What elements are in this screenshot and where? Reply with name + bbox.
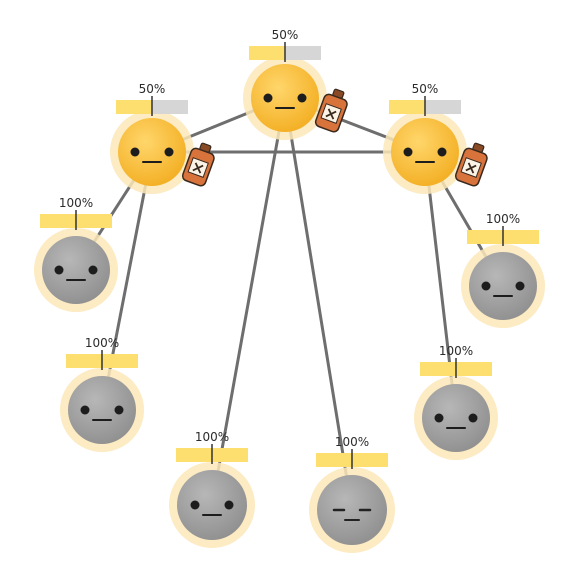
face-icon [80,405,124,421]
face-icon [190,500,234,516]
health-percent-label: 100% [195,430,229,444]
health-percent-label: 100% [85,336,119,350]
node-bottom-left[interactable]: 100% [169,430,255,548]
health-bar [66,350,138,370]
active-orb [391,118,459,186]
face-icon [403,147,447,163]
health-bar [249,42,321,62]
poison-bottle-icon [314,88,348,133]
health-bar [389,96,461,116]
health-bar [467,226,539,246]
health-percent-label: 100% [59,196,93,210]
health-bar-fill [116,100,152,114]
health-bar-fill [249,46,285,60]
health-percent-label: 50% [272,28,299,42]
health-bar [40,210,112,230]
health-bar-fill [389,100,425,114]
poison-bottle-icon [454,142,488,187]
health-percent-label: 100% [439,344,473,358]
health-bar [116,96,188,116]
active-orb [251,64,319,132]
node-top[interactable]: 50% [243,28,351,140]
link-line-top-bottom-left [210,96,287,507]
link-line-top-bottom-right [283,96,354,512]
inactive-orb [422,384,490,452]
inactive-orb [177,470,247,540]
active-orb [118,118,186,186]
health-bar [176,444,248,464]
node-left-1[interactable]: 100% [34,196,118,312]
health-percent-label: 100% [486,212,520,226]
node-upper-right[interactable]: 50% [383,82,491,194]
node-right-1[interactable]: 100% [461,212,545,328]
inactive-orb [317,475,387,545]
health-bar [316,449,388,469]
node-bottom-right[interactable]: 100% [309,435,395,553]
health-percent-label: 100% [335,435,369,449]
inactive-orb [42,236,110,304]
inactive-orb [68,376,136,444]
face-icon [481,281,525,297]
face-icon [434,413,478,429]
face-icon [130,147,174,163]
face-icon [54,265,98,281]
health-percent-label: 50% [139,82,166,96]
face-icon [263,93,307,109]
poison-bottle-icon [181,142,215,187]
node-left-2[interactable]: 100% [60,336,144,452]
node-right-2[interactable]: 100% [414,344,498,460]
nodes-layer: 50% 50% 50% 100% 100% 100% 100% 100% 100% [34,28,545,553]
face-icon [332,508,372,521]
health-bar [420,358,492,378]
inactive-orb [469,252,537,320]
health-percent-label: 50% [412,82,439,96]
node-upper-left[interactable]: 50% [110,82,218,194]
